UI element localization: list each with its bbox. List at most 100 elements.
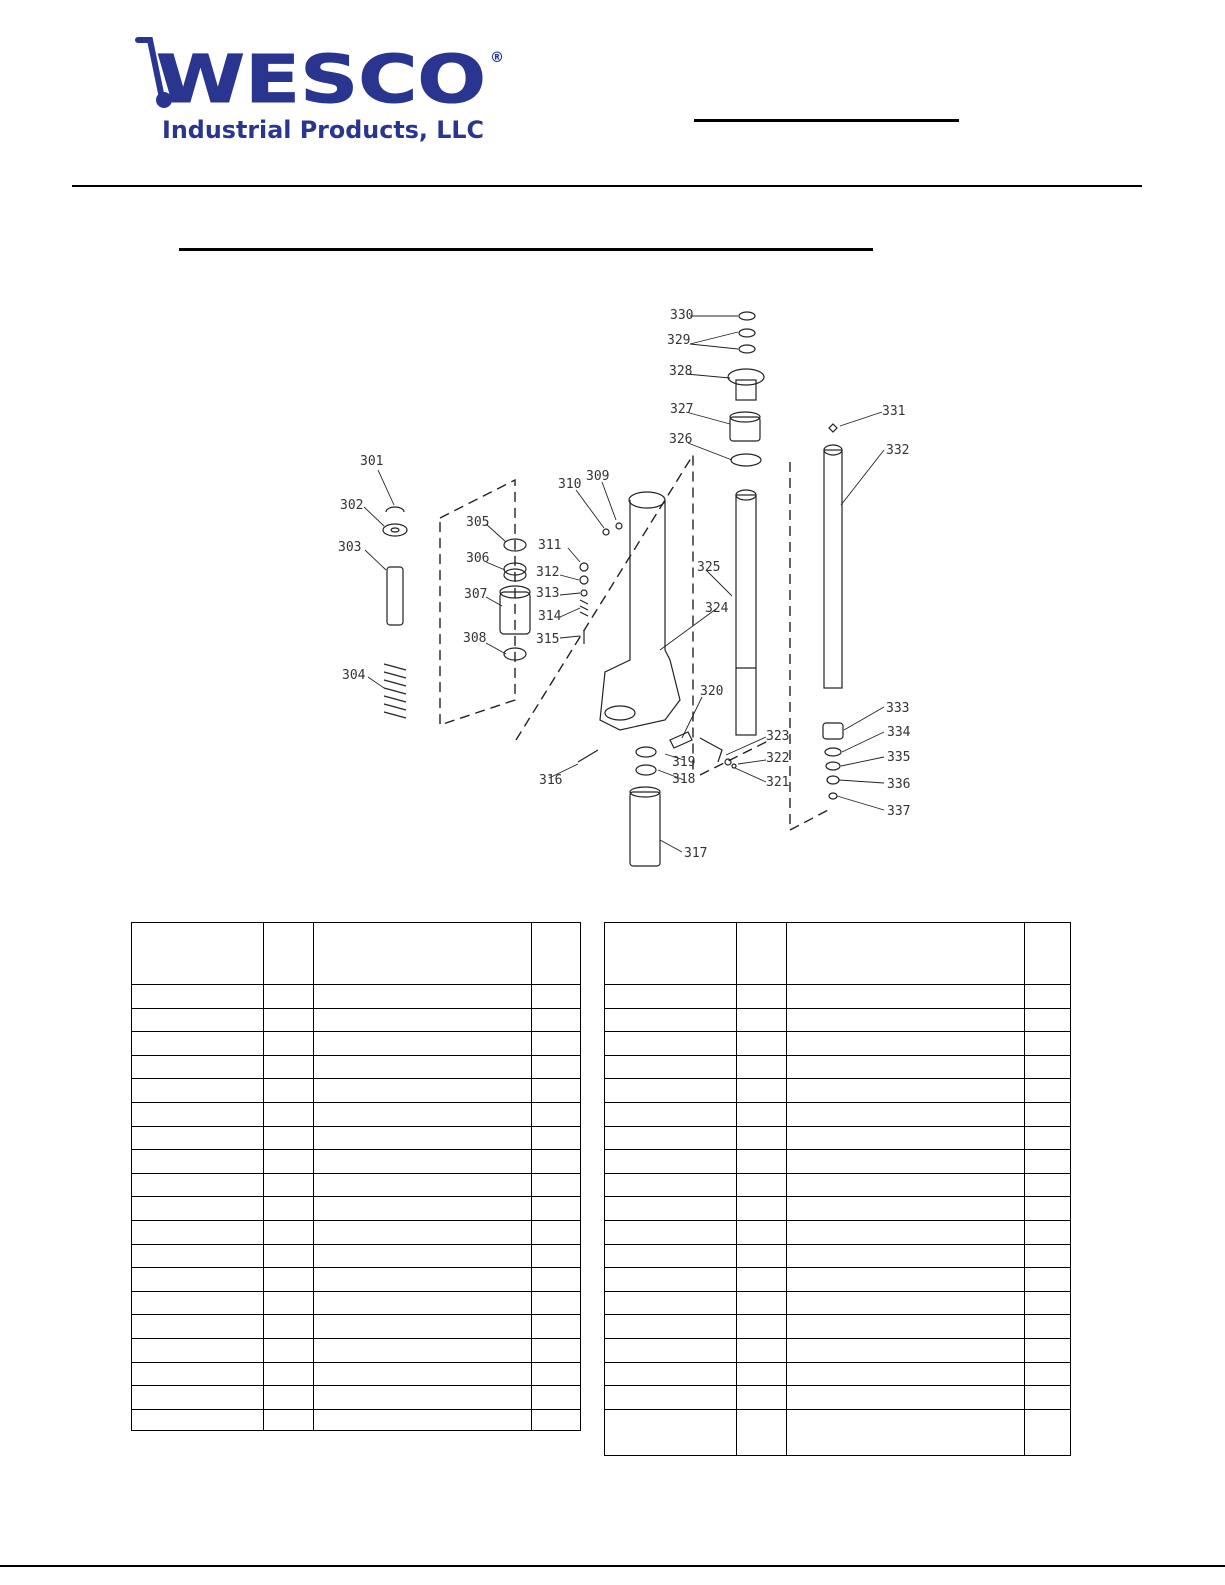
table-cell bbox=[313, 1149, 532, 1174]
table-cell bbox=[313, 1267, 532, 1292]
table-cell bbox=[604, 1219, 737, 1245]
table-cell bbox=[604, 1125, 737, 1151]
table-row bbox=[604, 1314, 1071, 1339]
table-cell bbox=[531, 1054, 581, 1080]
table-cell bbox=[263, 1125, 314, 1151]
table-cell bbox=[1024, 1149, 1071, 1174]
table-row bbox=[604, 1243, 1071, 1269]
part-317-cylinder bbox=[629, 786, 661, 867]
parts-table-right bbox=[604, 922, 1071, 1456]
table-row bbox=[131, 1385, 581, 1410]
table-cell bbox=[604, 1243, 737, 1269]
table-cell bbox=[736, 1219, 787, 1245]
table-cell bbox=[531, 1385, 581, 1410]
table-cell bbox=[1024, 1101, 1071, 1127]
table-cell bbox=[736, 1408, 787, 1456]
table-cell bbox=[313, 1385, 532, 1410]
part-332-rod bbox=[823, 444, 843, 689]
table-cell bbox=[1024, 1196, 1071, 1221]
table-cell bbox=[313, 1054, 532, 1080]
table-cell bbox=[313, 922, 532, 985]
table-row bbox=[131, 1243, 581, 1269]
table-cell bbox=[736, 1054, 787, 1080]
table-cell bbox=[1024, 1361, 1071, 1387]
table-row bbox=[604, 1290, 1071, 1316]
table-cell bbox=[531, 1243, 581, 1269]
table-row bbox=[604, 1196, 1071, 1221]
table-row bbox=[131, 1101, 581, 1127]
table-cell bbox=[313, 1007, 532, 1033]
table-cell bbox=[786, 1149, 1025, 1174]
table-row bbox=[131, 1125, 581, 1151]
table-row bbox=[604, 1267, 1071, 1292]
table-cell bbox=[531, 1361, 581, 1387]
table-cell bbox=[263, 1361, 314, 1387]
table-cell bbox=[131, 1078, 264, 1103]
part-318-319-rings bbox=[635, 746, 657, 776]
callout-label-323: 323 bbox=[766, 729, 789, 744]
callout-label-315: 315 bbox=[536, 632, 559, 647]
table-cell bbox=[531, 1219, 581, 1245]
table-cell bbox=[131, 1031, 264, 1056]
table-cell bbox=[736, 1101, 787, 1127]
table-cell bbox=[531, 1101, 581, 1127]
table-row bbox=[604, 1149, 1071, 1174]
callout-label-308: 308 bbox=[463, 631, 486, 646]
callout-label-306: 306 bbox=[466, 551, 489, 566]
table-cell bbox=[313, 1172, 532, 1198]
table-cell bbox=[263, 1196, 314, 1221]
callout-label-336: 336 bbox=[887, 777, 910, 792]
table-row bbox=[604, 1101, 1071, 1127]
parts-table-left bbox=[131, 922, 581, 1431]
callout-label-334: 334 bbox=[887, 725, 911, 740]
table-cell bbox=[531, 1031, 581, 1056]
table-cell bbox=[313, 1290, 532, 1316]
callout-label-337: 337 bbox=[887, 804, 910, 819]
table-cell bbox=[313, 1361, 532, 1387]
table-cell bbox=[736, 922, 787, 985]
table-cell bbox=[604, 1267, 737, 1292]
table-cell bbox=[263, 1243, 314, 1269]
callout-label-325: 325 bbox=[697, 560, 720, 575]
table-cell bbox=[313, 1337, 532, 1363]
callout-label-310: 310 bbox=[558, 477, 581, 492]
callout-label-312: 312 bbox=[536, 565, 559, 580]
callout-label-320: 320 bbox=[700, 684, 723, 699]
part-303-pin bbox=[386, 566, 404, 626]
part-311-315-valve-stack bbox=[579, 562, 589, 644]
table-cell bbox=[313, 1078, 532, 1103]
table-row bbox=[604, 1007, 1071, 1033]
table-cell bbox=[786, 1219, 1025, 1245]
table-cell bbox=[604, 984, 737, 1009]
callout-label-319: 319 bbox=[672, 755, 695, 770]
table-cell bbox=[263, 1172, 314, 1198]
table-cell bbox=[131, 1219, 264, 1245]
table-cell bbox=[263, 984, 314, 1009]
table-cell bbox=[313, 1314, 532, 1339]
table-cell bbox=[736, 1172, 787, 1198]
callout-label-326: 326 bbox=[669, 432, 692, 447]
callout-labels: 3013023033043053063073083093103113123133… bbox=[338, 308, 911, 861]
part-333-337-rod-end bbox=[822, 722, 844, 800]
logo-subtitle: Industrial Products, LLC bbox=[162, 116, 484, 144]
table-cell bbox=[313, 1243, 532, 1269]
part-316-pin bbox=[577, 749, 599, 763]
callout-leader-lines bbox=[363, 315, 885, 853]
table-cell bbox=[1024, 1172, 1071, 1198]
callout-label-311: 311 bbox=[538, 538, 561, 553]
table-cell bbox=[736, 984, 787, 1009]
table-cell bbox=[531, 1125, 581, 1151]
table-cell bbox=[736, 1031, 787, 1056]
table-row bbox=[604, 1337, 1071, 1363]
table-cell bbox=[263, 1149, 314, 1174]
callout-label-322: 322 bbox=[766, 751, 789, 766]
table-cell bbox=[131, 1054, 264, 1080]
table-cell bbox=[1024, 1078, 1071, 1103]
table-cell bbox=[1024, 1031, 1071, 1056]
table-cell bbox=[131, 1314, 264, 1339]
table-row bbox=[131, 1196, 581, 1221]
callout-label-314: 314 bbox=[538, 609, 562, 624]
table-cell bbox=[313, 1031, 532, 1056]
table-cell bbox=[531, 1196, 581, 1221]
table-cell bbox=[531, 1007, 581, 1033]
